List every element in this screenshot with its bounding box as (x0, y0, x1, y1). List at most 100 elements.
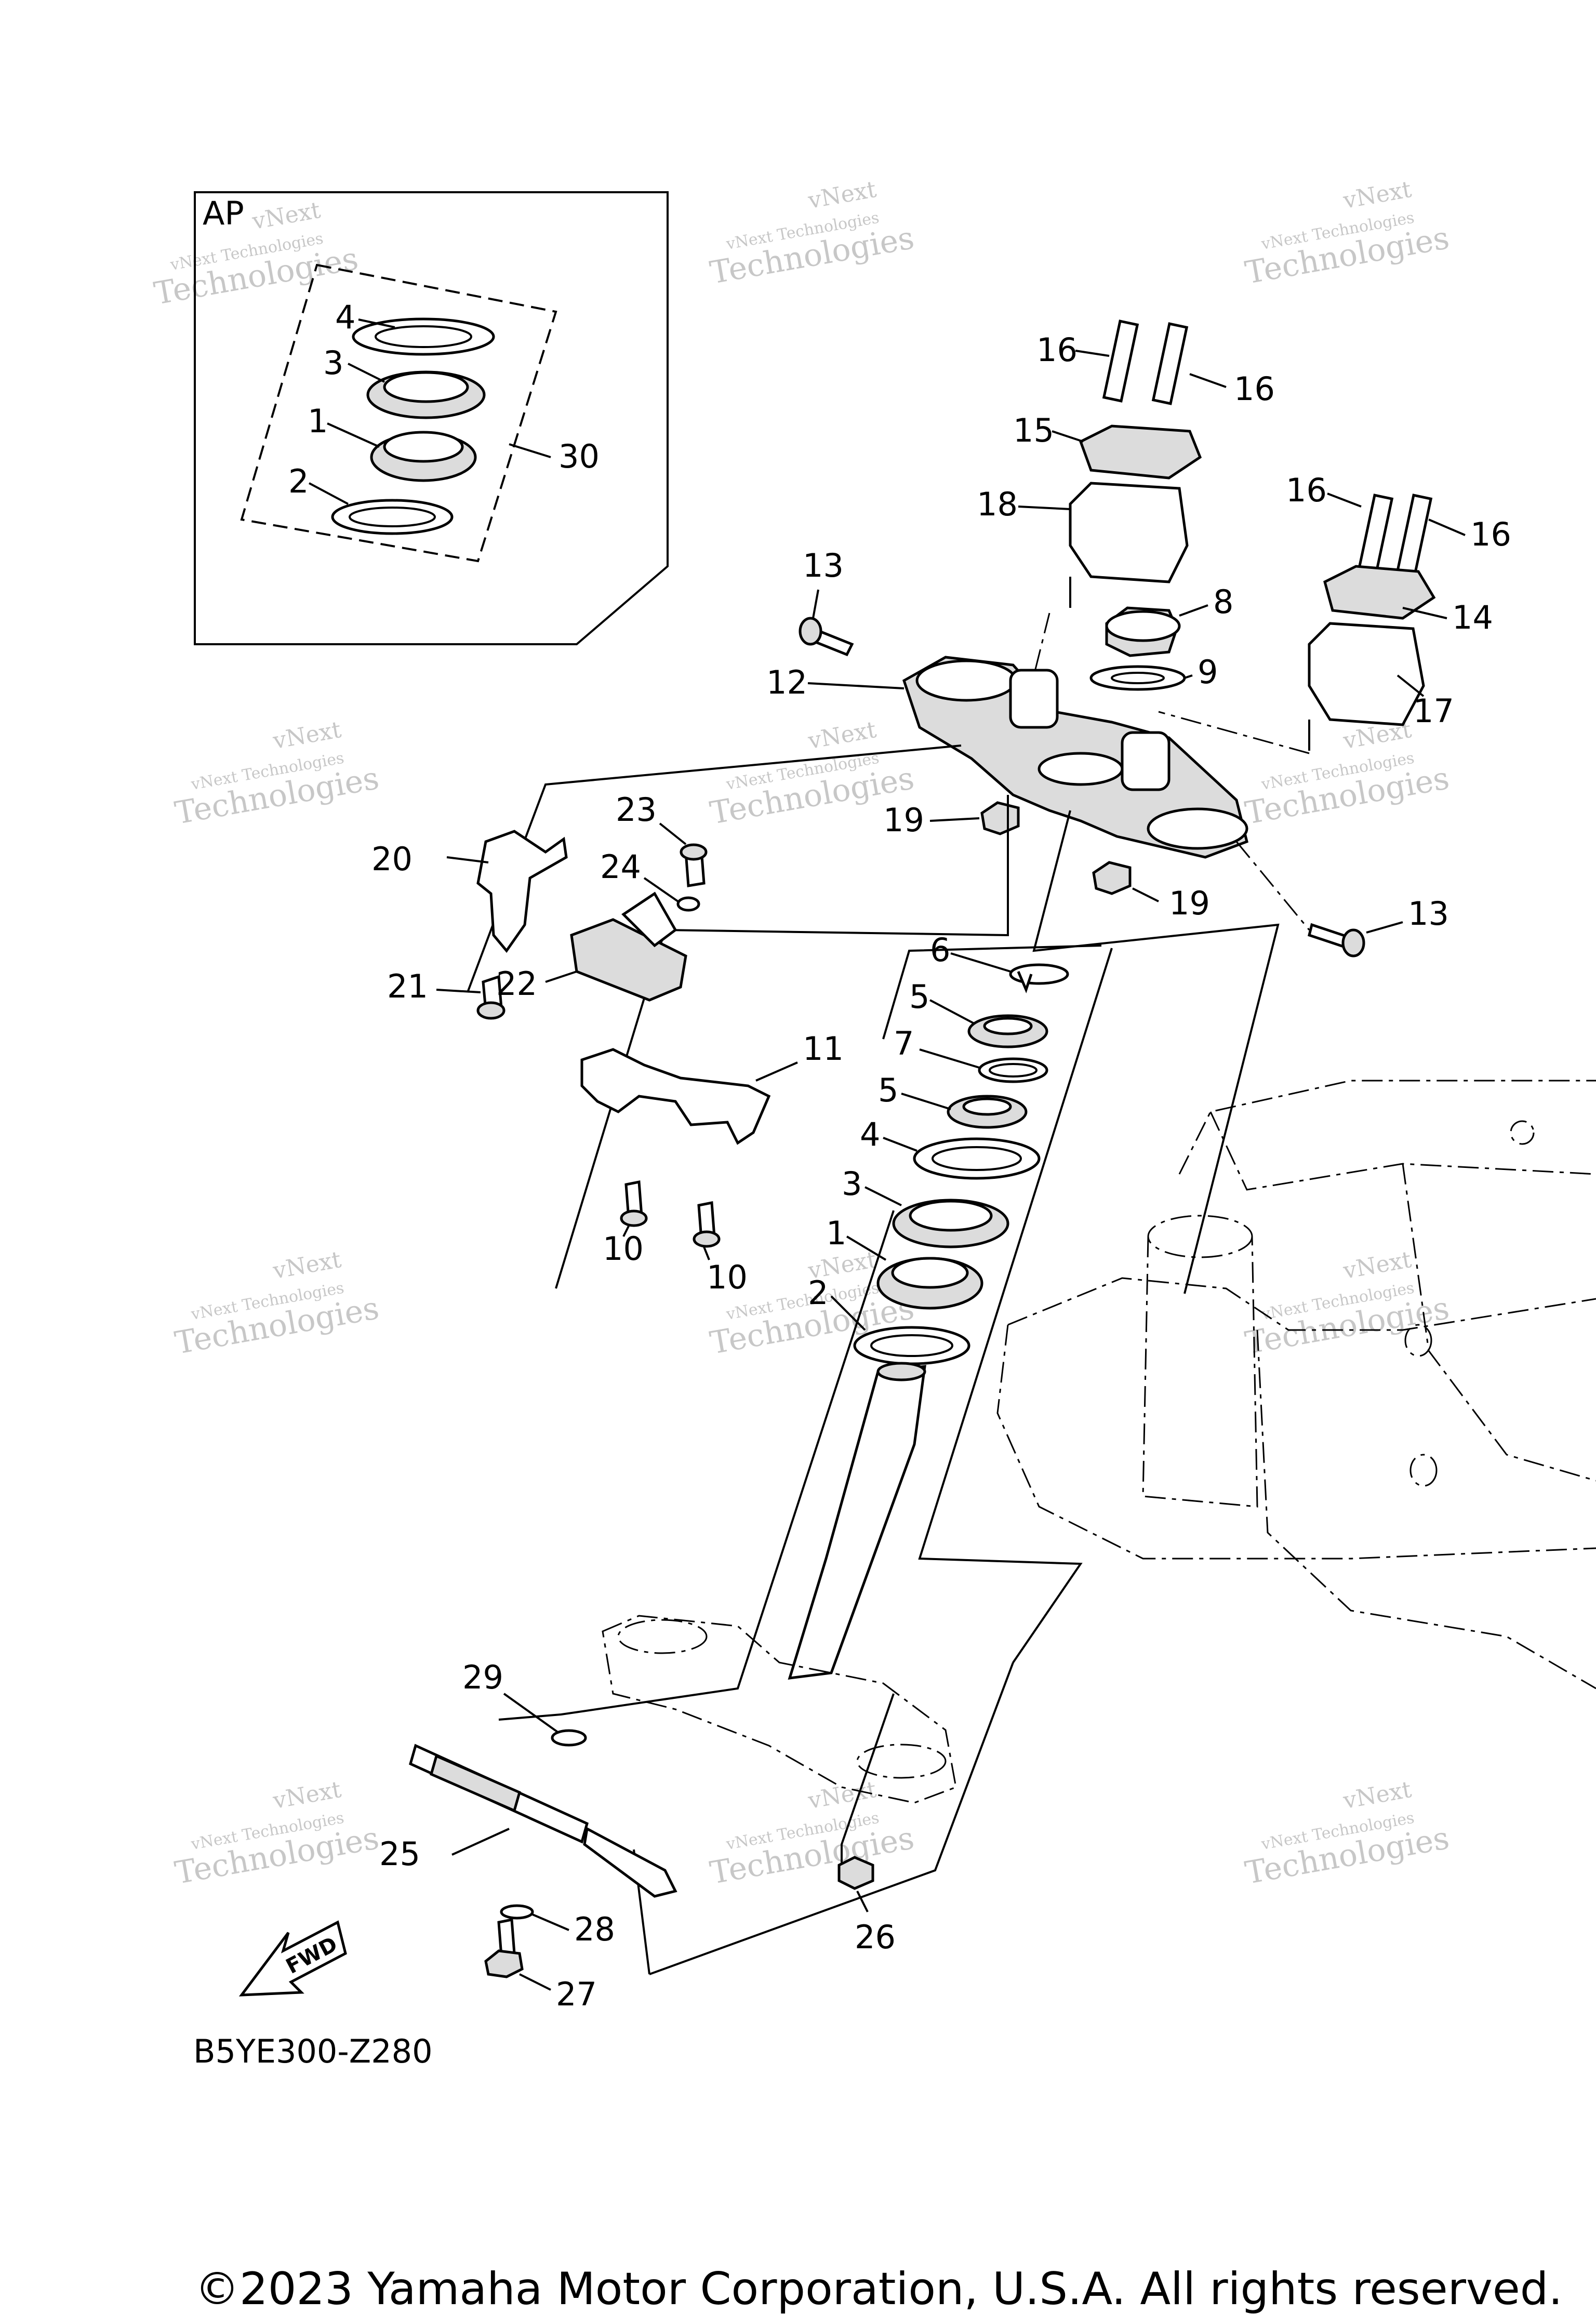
inset-bearing-1-top (383, 431, 464, 463)
leader-inset-4 (358, 318, 395, 328)
svg-text:vNext: vNext (1341, 176, 1414, 214)
bracket-boss-b (1121, 731, 1171, 791)
leader-24 (643, 877, 679, 902)
leader-inset-2 (309, 482, 349, 505)
leader-10a (622, 1226, 630, 1237)
flange-nut-19-a (980, 801, 1020, 835)
leader-15 (1052, 430, 1084, 443)
outline-stack-right (918, 948, 1113, 1664)
svg-text:vNext: vNext (806, 176, 879, 214)
part-label-27: 27 (556, 1975, 597, 2013)
leader-16c (1327, 493, 1362, 508)
leader-20 (446, 856, 489, 863)
part-label-13: 13 (1408, 895, 1449, 933)
pinch-bolt-13-b-head (1341, 928, 1365, 957)
bolt-16-d (1395, 494, 1433, 577)
svg-text:vNext: vNext (806, 716, 879, 754)
bolt-16-b (1151, 322, 1189, 405)
svg-text:vNext: vNext (271, 1776, 343, 1814)
steering-stem (788, 1365, 926, 1680)
collar-28 (500, 1904, 534, 1920)
frame-head-pipe (1142, 1236, 1258, 1508)
upper-holder-14 (1323, 565, 1436, 620)
copyright-footer: ©2023 Yamaha Motor Corporation, U.S.A. A… (195, 2263, 1563, 2314)
leader-28 (532, 1913, 569, 1931)
leader-12 (807, 682, 905, 689)
inset-seal-4-inner (375, 325, 472, 348)
steering-stack: 6 5 7 5 4 3 1 2 (808, 931, 1069, 1365)
leader-16a (1075, 350, 1110, 357)
bearing-1-top (891, 1257, 969, 1289)
leader-27 (519, 1973, 551, 1991)
part-label-2: 2 (288, 462, 309, 500)
rubber-washer-7-hole (989, 1063, 1038, 1078)
bracket-fork-clamp-right (1147, 807, 1248, 850)
leader-18 (1018, 506, 1071, 510)
leader-13b (1366, 921, 1403, 934)
seal-4-inner (932, 1146, 1022, 1171)
part-label-4: 4 (335, 298, 355, 336)
frame-reference (996, 1080, 1596, 1690)
svg-text:vNext: vNext (250, 197, 323, 235)
watermark: vNext vNext Technologies Technologies (172, 1776, 381, 1892)
screw-10-b-head (693, 1230, 721, 1248)
svg-text:vNext: vNext (1341, 1246, 1414, 1284)
upper-bracket-group: 12 (766, 613, 1310, 859)
outline-bottom (649, 1662, 1014, 1975)
leader-5a (929, 999, 975, 1025)
frame-boss-a (1404, 1324, 1432, 1357)
bracket-stem-hole (1038, 752, 1124, 786)
part-label-18: 18 (977, 485, 1018, 523)
handlebar-holder-left: 16 16 15 18 (977, 320, 1275, 608)
part-label-14: 14 (1452, 599, 1493, 636)
leader-4 (883, 1137, 917, 1152)
part-label-17: 17 (1413, 692, 1454, 730)
under-bracket-clamp-left (617, 1619, 708, 1654)
handlebar-holder-right: 16 16 14 17 (1286, 471, 1511, 751)
part-label-10: 10 (603, 1230, 644, 1268)
leader-23 (659, 822, 687, 845)
bracket-fork-clamp-left (915, 659, 1017, 702)
leader-29 (503, 1693, 560, 1734)
seal-2-inner (870, 1334, 953, 1357)
frame-inner-rail (1209, 1111, 1596, 1191)
leader-1 (846, 1235, 887, 1261)
inset-bearing-3-top (383, 371, 469, 403)
frame-head-pipe-top (1147, 1215, 1253, 1258)
fwd-arrow-icon (238, 1920, 347, 1997)
inset-kit-outline (240, 263, 557, 563)
outline-stack-top (882, 945, 1102, 1040)
watermark: vNext vNext Technologies Technologies (172, 1246, 381, 1362)
bolt-16-c (1356, 494, 1394, 577)
steering-nut-group: 8 9 (1089, 583, 1233, 691)
cable-guide-11 (580, 1048, 771, 1145)
svg-text:vNext: vNext (1341, 1776, 1414, 1814)
watermark: vNext vNext Technologies Technologies (707, 1776, 916, 1892)
part-label-9: 9 (1198, 653, 1218, 691)
part-label-24: 24 (600, 848, 641, 886)
leader-17 (1396, 674, 1425, 697)
screw-23-head (680, 843, 708, 861)
frame-down-tube (1256, 1329, 1596, 1690)
svg-text:vNext: vNext (806, 1776, 879, 1814)
stay-parts: 20 21 22 23 24 11 10 10 (371, 791, 844, 1296)
frame-lower-rail (996, 1324, 1596, 1560)
axis-17 (1158, 711, 1310, 754)
part-label-16: 16 (1286, 471, 1327, 509)
leader-7 (919, 1048, 980, 1069)
part-label-16: 16 (1036, 331, 1078, 369)
part-label-8: 8 (1213, 583, 1233, 621)
part-label-26: 26 (855, 1918, 896, 1956)
part-label-21: 21 (387, 967, 428, 1005)
axis-18 (1033, 613, 1050, 676)
bracket-20 (476, 830, 568, 953)
pinch-bolts: 13 13 (799, 547, 1449, 957)
screw-21-head (476, 1001, 506, 1020)
part-label-11: 11 (803, 1030, 844, 1068)
frame-boss-b (1409, 1454, 1438, 1487)
upper-holder-15 (1079, 424, 1202, 480)
collar-29 (551, 1729, 587, 1747)
part-label-23: 23 (616, 791, 657, 829)
leader-8 (1179, 604, 1208, 617)
